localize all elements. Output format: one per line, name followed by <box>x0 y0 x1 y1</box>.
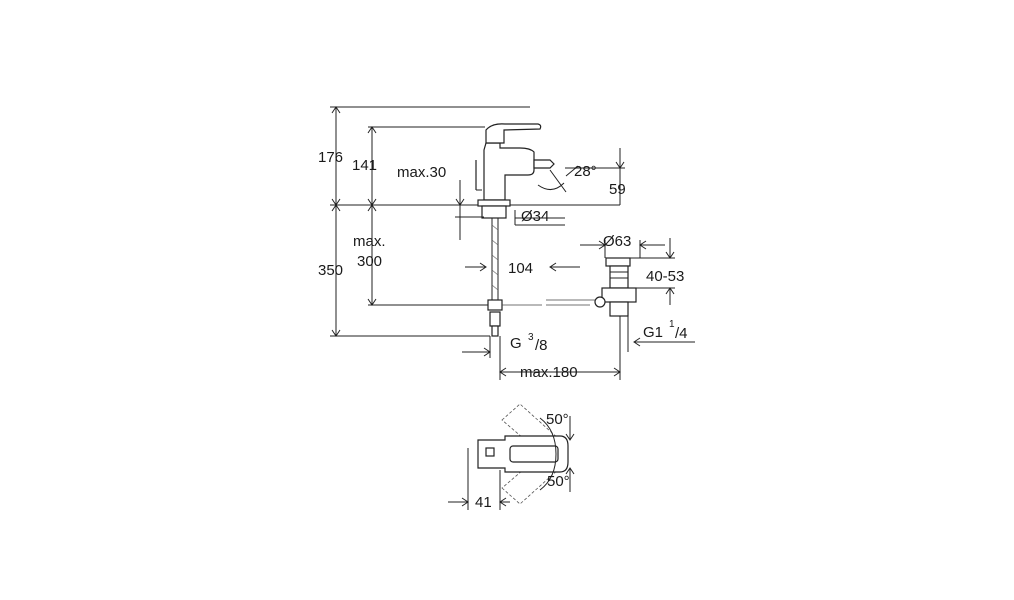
label-g-thread-den: /8 <box>535 337 548 354</box>
faucet-body <box>483 142 535 201</box>
label-angle-50-bottom: 50° <box>547 473 570 490</box>
label-max180: max.180 <box>520 364 578 381</box>
label-141: 141 <box>352 157 377 174</box>
faucet-lever <box>485 123 542 144</box>
label-angle-50-top: 50° <box>546 411 569 428</box>
label-g-thread-num: 3 <box>528 332 534 343</box>
label-300: 300 <box>357 253 382 270</box>
side-view <box>330 106 695 380</box>
label-angle-28: 28° <box>574 163 597 180</box>
label-350: 350 <box>318 262 343 279</box>
label-176: 176 <box>318 149 343 166</box>
top-view <box>448 403 575 510</box>
label-40-53: 40-53 <box>646 268 684 285</box>
label-59: 59 <box>609 181 626 198</box>
label-41: 41 <box>475 494 492 511</box>
waste-valve <box>594 257 637 317</box>
label-diameter-63: Ø63 <box>603 233 631 250</box>
label-g1-thread-num: 1 <box>669 319 675 330</box>
label-bore-34: Ø34 <box>521 208 549 225</box>
label-g-thread: G <box>510 335 522 352</box>
label-g1-thread: G1 <box>643 324 663 341</box>
label-max: max. <box>353 233 386 250</box>
label-max30: max.30 <box>397 164 446 181</box>
label-104: 104 <box>508 260 533 277</box>
label-g1-thread-den: /4 <box>675 325 688 342</box>
